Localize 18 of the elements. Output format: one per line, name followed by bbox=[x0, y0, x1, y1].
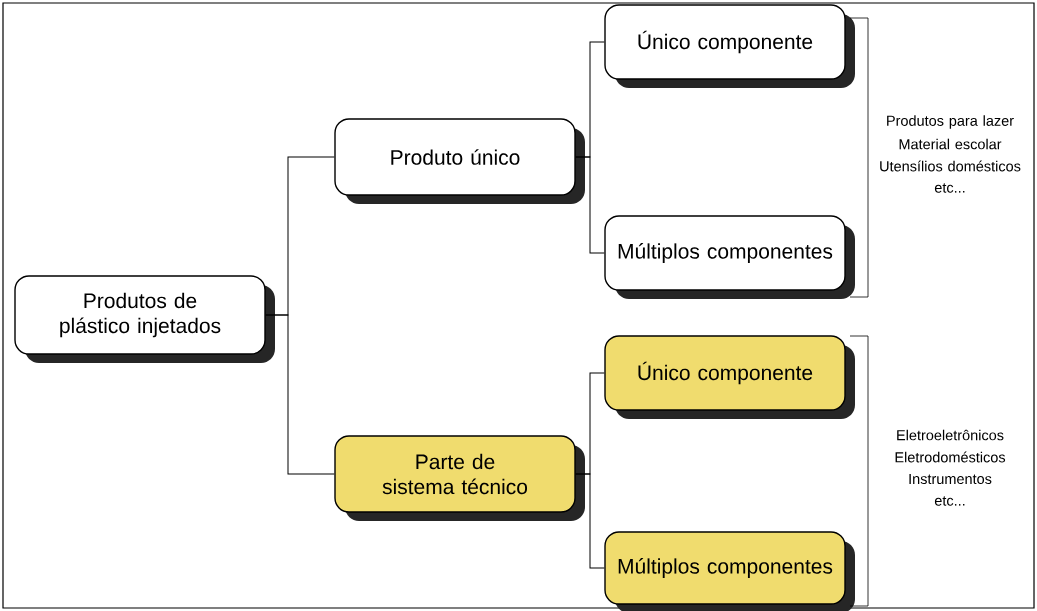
note-text: Utensílios domésticos bbox=[880, 160, 1021, 172]
note-text: Produtos para lazer bbox=[887, 115, 1014, 129]
process-box: Produto único bbox=[334, 118, 585, 204]
process-box: Parte de sistema técnico bbox=[334, 435, 585, 521]
process-box: Múltiplos componentes bbox=[604, 215, 855, 299]
process-box: Único componente bbox=[604, 335, 855, 419]
process-box: Único componente bbox=[604, 4, 855, 88]
note-text: Instrumentos bbox=[909, 473, 992, 485]
note-text: Material escolar bbox=[899, 138, 1002, 150]
note-text: Eletrodomésticos bbox=[895, 451, 1006, 463]
connector-line bbox=[575, 156, 605, 254]
connector-line bbox=[575, 473, 605, 569]
process-box: Produtos de plástico injetados bbox=[14, 275, 275, 363]
process-box: Múltiplos componentes bbox=[604, 531, 855, 611]
connector-line bbox=[265, 314, 335, 475]
note-text: etc... bbox=[934, 183, 965, 193]
note-text: Eletroeletrônicos bbox=[897, 429, 1004, 441]
note-text: etc... bbox=[934, 496, 965, 506]
